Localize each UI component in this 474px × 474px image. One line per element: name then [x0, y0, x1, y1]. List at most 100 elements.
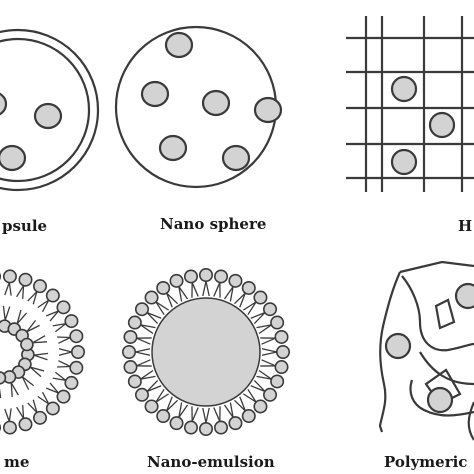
amphiphile-head — [20, 337, 34, 352]
amphiphile-head — [169, 416, 184, 431]
amphiphile-tail — [146, 379, 159, 392]
amphiphile-tail — [33, 354, 48, 361]
amphiphile-tail — [146, 312, 162, 319]
amphiphile-tail — [27, 402, 38, 413]
amphiphile-tail — [140, 375, 156, 380]
nanocapsule-inner-shell — [0, 37, 91, 183]
polymeric-network-chain — [401, 275, 474, 352]
amphiphile-tail — [166, 292, 173, 308]
amphiphile-head — [64, 375, 79, 390]
amphiphile-head — [274, 360, 289, 375]
amphiphile-head — [263, 387, 278, 402]
liposome-figure — [0, 269, 86, 435]
amphiphile-tail — [27, 291, 38, 302]
amphiphile-head — [56, 300, 71, 315]
polymeric-label: Polymeric — [384, 453, 467, 471]
amphiphile-tail — [253, 379, 266, 392]
amphiphile-tail — [32, 291, 38, 305]
amphiphile-tail — [250, 385, 266, 392]
nanocapsule-particle — [0, 92, 8, 116]
amphiphile-tail — [22, 285, 25, 299]
amphiphile-tail — [16, 309, 22, 324]
nanocapsule-outer-shell — [0, 28, 100, 192]
amphiphile-head — [56, 389, 71, 404]
amphiphile-tail — [233, 399, 246, 412]
amphiphile-head — [2, 269, 17, 284]
amphiphile-tail — [229, 402, 234, 418]
amphiphile-tail — [247, 301, 257, 316]
amphiphile-tail — [26, 324, 40, 333]
amphiphile-tail — [16, 285, 25, 298]
amphiphile-tail — [52, 322, 66, 327]
amphiphile-tail — [242, 393, 257, 403]
amphiphile-tail — [166, 292, 179, 305]
amphiphile-head — [183, 420, 198, 435]
amphiphile-tail — [4, 282, 10, 296]
amphiphile-tail — [155, 393, 170, 403]
amphiphile-tail — [253, 312, 266, 325]
amphiphile-tail — [233, 292, 246, 305]
amphiphile-tail — [21, 376, 34, 387]
amphiphile-head — [274, 329, 289, 344]
amphiphile-head — [18, 272, 33, 287]
amphiphile-tail — [256, 375, 272, 380]
amphiphile-tail — [32, 335, 46, 344]
amphiphile-head — [69, 329, 84, 344]
amphiphile-tail — [49, 310, 59, 322]
amphiphile-tail — [58, 348, 72, 353]
amphiphile-tail — [261, 337, 276, 345]
amphiphile-head — [156, 280, 171, 295]
amphiphile-head — [241, 409, 256, 424]
amphiphile-tail — [178, 286, 183, 302]
amphiphile-tail — [26, 320, 37, 333]
amphiphile-head — [156, 409, 171, 424]
amphiphile-tail — [166, 396, 173, 412]
amphiphile-tail — [41, 391, 50, 405]
amphiphile-tail — [37, 299, 50, 309]
amphiphile-tail — [8, 282, 12, 296]
amphiphile-head — [123, 360, 138, 375]
polymeric-cavity — [434, 298, 456, 330]
amphiphile-head — [228, 273, 243, 288]
amphiphile-head — [214, 269, 229, 284]
amphiphile-head — [127, 315, 142, 330]
amphiphile-head — [2, 420, 17, 435]
amphiphile-tail — [58, 351, 72, 356]
amphiphile-head — [228, 416, 243, 431]
amphiphile-tail — [213, 282, 221, 297]
amphiphile-tail — [242, 301, 257, 311]
amphiphile-tail — [10, 382, 19, 396]
amphiphile-tail — [10, 382, 13, 398]
amphiphile-tail — [258, 324, 272, 335]
amphiphile-head — [123, 329, 138, 344]
nanoemulsion-figure — [122, 267, 290, 436]
nanoemulsion-label: Nano-emulsion — [147, 453, 275, 471]
amphiphile-tail — [202, 281, 207, 297]
amphiphile-head — [169, 273, 184, 288]
polymeric-network-outline — [378, 260, 474, 441]
amphiphile-head — [32, 279, 47, 294]
amphiphile-head — [71, 344, 86, 359]
amphiphile-tail — [52, 377, 66, 382]
amphiphile-tail — [229, 286, 234, 302]
amphiphile-head — [253, 290, 268, 305]
amphiphile-tail — [239, 396, 246, 412]
amphiphile-tail — [223, 404, 234, 418]
amphiphile-tail — [155, 301, 165, 316]
amphiphile-tail — [146, 385, 162, 392]
polymeric-figure — [378, 260, 474, 441]
polymeric-particle — [426, 386, 454, 414]
amphiphile-head — [263, 302, 278, 317]
hydrogel-figure — [346, 16, 474, 192]
amphiphile-tail — [140, 324, 154, 335]
amphiphile-head — [127, 374, 142, 389]
amphiphile-head — [122, 344, 137, 359]
amphiphile-tail — [135, 351, 151, 356]
amphiphile-tail — [4, 306, 11, 321]
amphiphile-tail — [58, 360, 71, 368]
amphiphile-tail — [140, 324, 156, 329]
amphiphile-tail — [258, 369, 272, 380]
amphiphile-tail — [136, 337, 151, 345]
amphiphile-tail — [155, 388, 165, 403]
amphiphile-head — [69, 360, 84, 375]
